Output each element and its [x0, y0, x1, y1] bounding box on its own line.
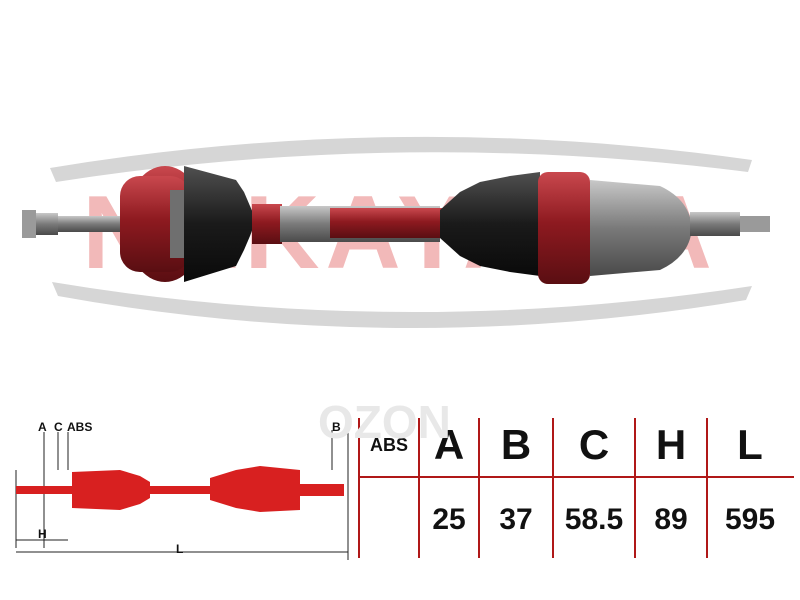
label-a: A [38, 420, 47, 434]
label-b: B [332, 420, 341, 434]
header-l: L [737, 421, 763, 468]
label-l: L [176, 542, 184, 556]
value-c: 58.5 [564, 503, 624, 536]
watermark-right: OZON [318, 396, 451, 448]
header-h: H [655, 421, 687, 468]
label-h: H [38, 527, 47, 541]
label-abs: ABS [67, 420, 93, 434]
value-l: 595 [724, 503, 776, 536]
header-c: C [578, 421, 610, 468]
col-a: A 25 [420, 410, 478, 556]
col-c: C 58.5 [554, 410, 634, 556]
col-abs: ABS [360, 410, 418, 556]
header-a: A [433, 421, 465, 468]
drive-shaft-photo [22, 166, 770, 284]
brand-swoosh [50, 136, 752, 329]
col-h: H 89 [636, 410, 706, 556]
value-b: 37 [499, 503, 533, 536]
value-a: 25 [432, 503, 466, 536]
dimension-drawing [15, 430, 349, 560]
header-b: B [500, 421, 532, 468]
dimension-table: ABS A 25 B 37 C 58.5 H 89 L 595 [358, 410, 794, 558]
header-abs: ABS [369, 434, 408, 455]
col-l: L 595 [708, 410, 792, 556]
value-h: 89 [654, 503, 688, 536]
label-c: C [54, 420, 63, 434]
value-abs [360, 496, 418, 544]
col-b: B 37 [480, 410, 552, 556]
